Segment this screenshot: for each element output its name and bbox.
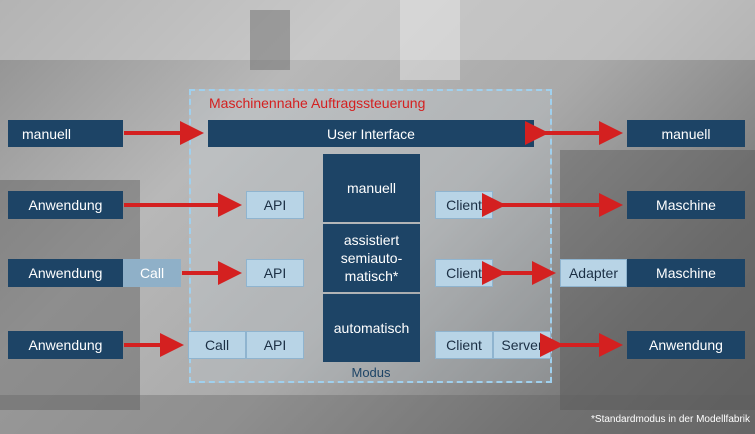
- user-interface-bar: User Interface: [208, 120, 534, 147]
- api-box-3: API: [246, 331, 304, 359]
- left-call-box: Call: [123, 259, 181, 287]
- left-application-1: Anwendung: [8, 191, 123, 219]
- api-box-1: API: [246, 191, 304, 219]
- adapter-box: Adapter: [560, 259, 627, 287]
- modus-assisted-label: assistiert semiauto-matisch*: [340, 232, 403, 284]
- modus-automatic: automatisch: [323, 294, 420, 362]
- right-machine-2: Maschine: [627, 259, 745, 287]
- modus-manual: manuell: [323, 154, 420, 222]
- diagram-title: Maschinennahe Auftragssteuerung: [209, 95, 426, 111]
- left-application-2: Anwendung: [8, 259, 123, 287]
- modus-assisted: assistiert semiauto-matisch*: [323, 224, 420, 292]
- client-box-2: Client: [435, 259, 493, 287]
- left-application-3: Anwendung: [8, 331, 123, 359]
- right-machine-1: Maschine: [627, 191, 745, 219]
- call-box: Call: [188, 331, 246, 359]
- client-box-1: Client: [435, 191, 493, 219]
- left-manual-box: manuell: [8, 120, 123, 147]
- right-manual-box: manuell: [627, 120, 745, 147]
- modus-caption: Modus: [351, 365, 391, 380]
- client-box-3: Client: [435, 331, 493, 359]
- api-box-2: API: [246, 259, 304, 287]
- footnote: *Standardmodus in der Modellfabrik: [591, 414, 750, 425]
- server-box: Server: [493, 331, 551, 359]
- right-application: Anwendung: [627, 331, 745, 359]
